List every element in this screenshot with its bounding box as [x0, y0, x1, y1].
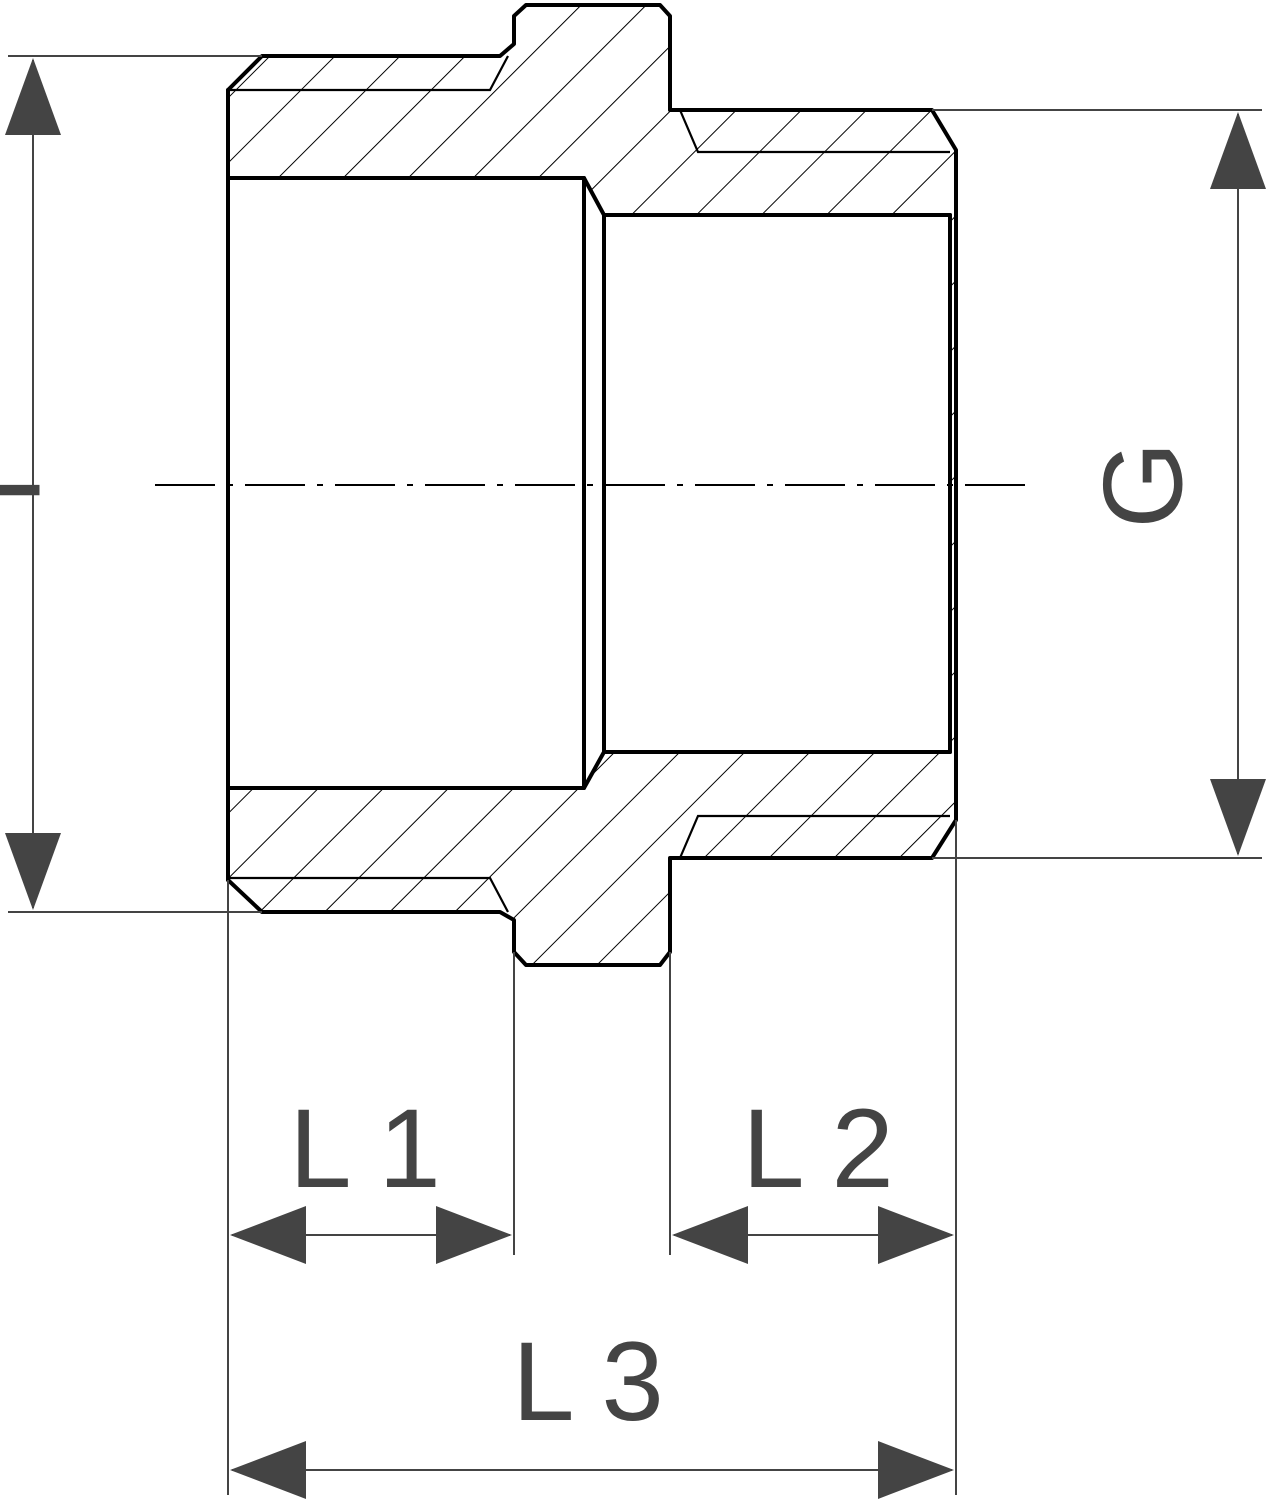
dimension-l2: L 2: [672, 1086, 954, 1264]
arrow-right-icon: [436, 1206, 512, 1264]
arrow-up-icon: [1210, 112, 1266, 189]
dimension-i-label: I: [0, 474, 64, 505]
dimension-l3: L 3: [230, 1319, 954, 1499]
arrow-left-icon: [230, 1441, 306, 1499]
thread-line-left: [228, 55, 509, 913]
dimension-i: I: [0, 58, 64, 910]
arrow-down-icon: [5, 833, 61, 910]
dimension-l1-label: L 1: [289, 1086, 441, 1211]
extension-lines: [8, 55, 1262, 1495]
dimension-g: G: [1081, 112, 1266, 856]
section-hatching: [228, 5, 956, 965]
thread-line-right: [678, 109, 950, 859]
arrow-right-icon: [878, 1441, 954, 1499]
dimension-g-label: G: [1081, 441, 1206, 528]
arrow-up-icon: [5, 58, 61, 135]
arrow-left-icon: [672, 1206, 748, 1264]
arrow-right-icon: [878, 1206, 954, 1264]
bore-outline: [226, 176, 952, 790]
arrow-left-icon: [230, 1206, 306, 1264]
dimension-l2-label: L 2: [742, 1086, 894, 1211]
dimension-l3-label: L 3: [512, 1319, 664, 1444]
arrow-down-icon: [1210, 779, 1266, 856]
dimension-l1: L 1: [230, 1086, 512, 1264]
